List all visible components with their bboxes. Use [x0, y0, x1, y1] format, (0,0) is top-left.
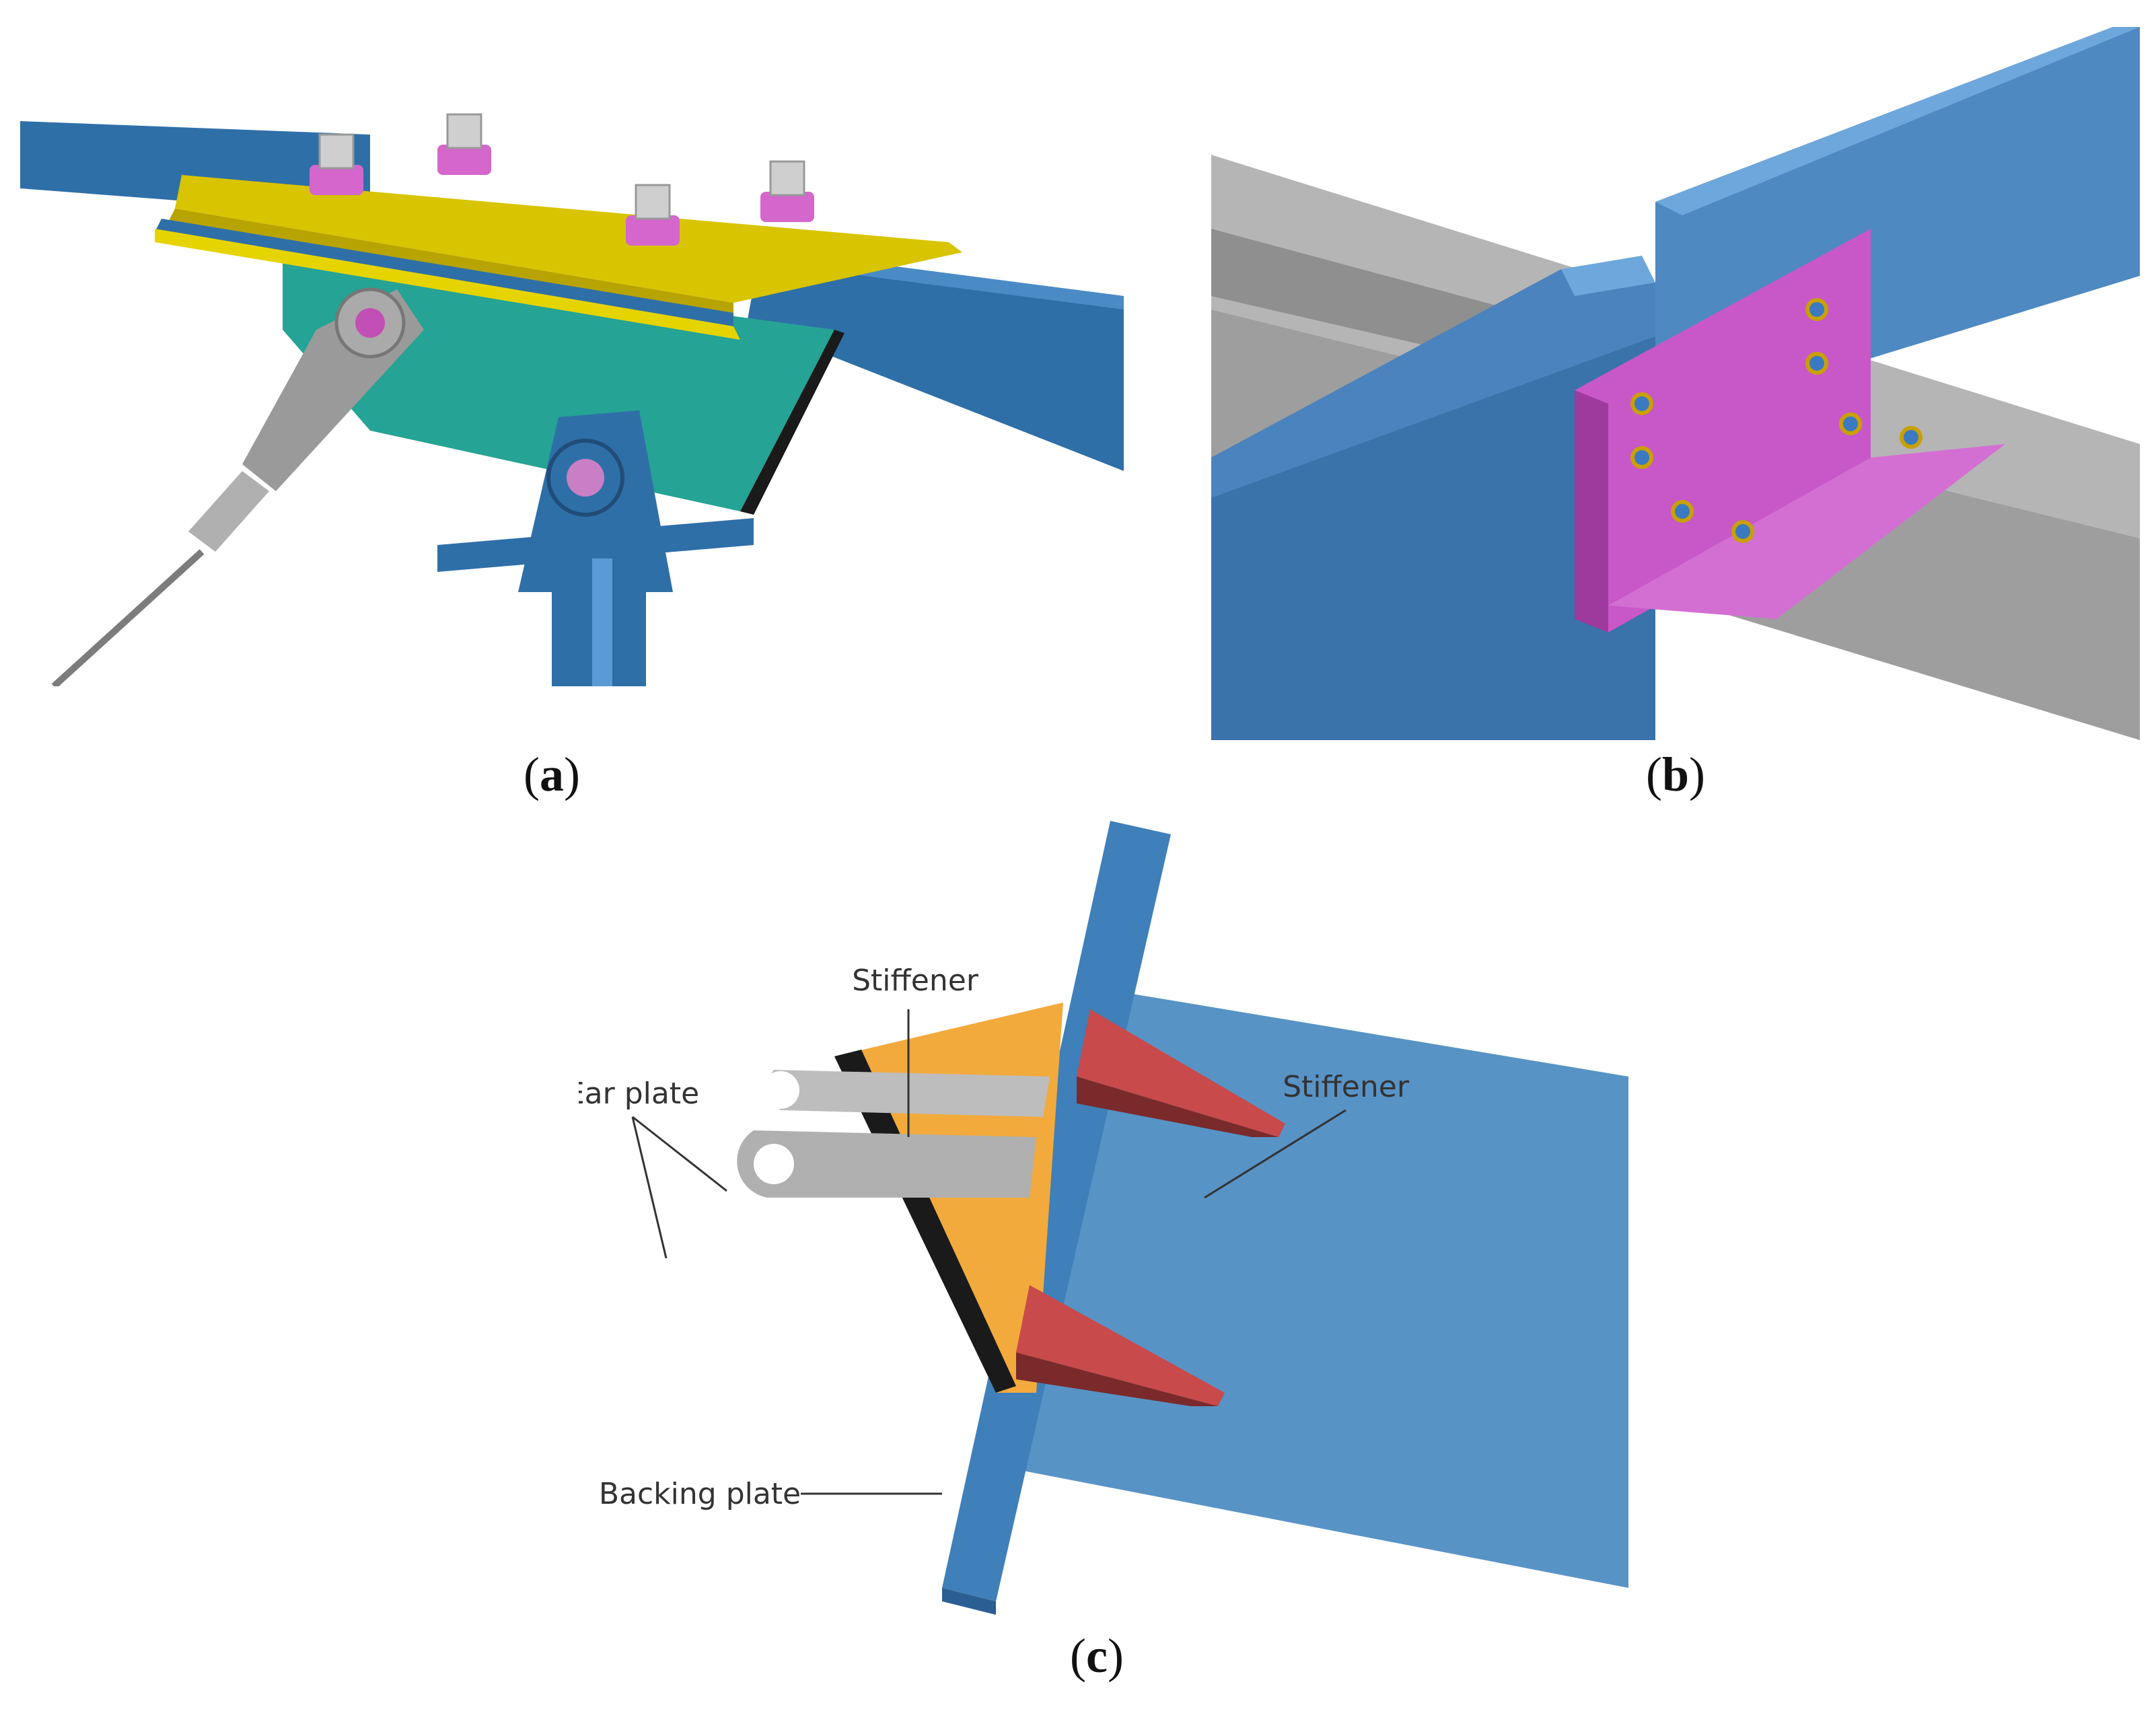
beam-right [747, 249, 1124, 471]
rib-bottom [1016, 1285, 1225, 1406]
bolt-heads [1630, 298, 1923, 543]
rib-top [1077, 1009, 1285, 1137]
top-plate-upper [175, 175, 962, 303]
turnbuckle [188, 471, 269, 552]
panel-b-illustration [1211, 27, 2140, 740]
beam-web [1003, 989, 1628, 1588]
label-ear-plate: Ear plate [579, 1077, 699, 1111]
caption-a: (a) [524, 748, 580, 801]
caption-c: (c) [1070, 1629, 1124, 1683]
panel-a [20, 108, 1124, 686]
panel-c-illustration: Stiffener Stiffener Ear plate Backing pl… [579, 821, 1628, 1615]
label-stiffener-top: Stiffener [852, 963, 979, 998]
base-plate [437, 518, 754, 572]
panel-c: Stiffener Stiffener Ear plate Backing pl… [579, 821, 1642, 1615]
backing-plate [942, 821, 1171, 1601]
panel-a-illustration [20, 113, 1124, 686]
caption-b: (b) [1645, 748, 1705, 801]
top-plate-lower [155, 229, 740, 340]
panel-b [1211, 27, 2140, 740]
label-backing-plate: Backing plate [599, 1477, 801, 1511]
angle-cleat-horizontal [1608, 444, 2005, 619]
label-stiffener-right: Stiffener [1283, 1070, 1410, 1104]
angle-cleat-vertical [1575, 229, 1871, 632]
bolt-group [310, 145, 814, 246]
top-plate-edge [168, 209, 733, 316]
cable [51, 549, 205, 686]
